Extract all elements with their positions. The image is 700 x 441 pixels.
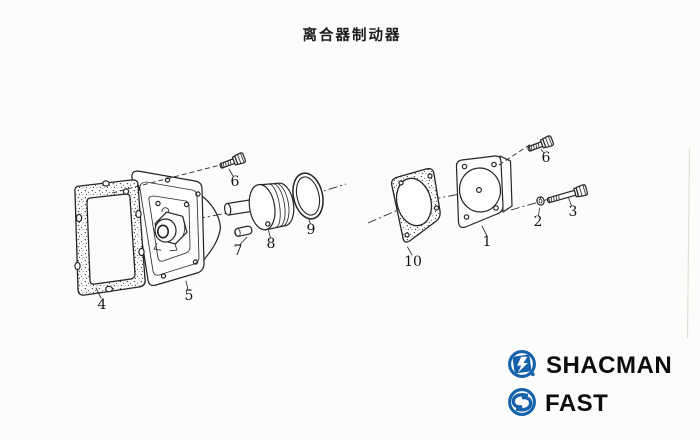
part-4-gasket	[74, 179, 146, 296]
washer-outer	[536, 196, 545, 206]
callout-leader-7	[239, 236, 248, 246]
callout-leader-5	[185, 280, 189, 291]
piston-hole	[265, 221, 271, 227]
part-label-4: 4	[98, 297, 107, 313]
part-5-housing	[131, 170, 222, 287]
part-9-o-ring	[292, 172, 324, 220]
rear-gasket-dot	[404, 232, 410, 238]
bolt-shank	[547, 189, 577, 204]
housing-hole	[183, 201, 190, 208]
housing-hole	[164, 177, 171, 183]
part-6-bolt-inner	[217, 151, 247, 172]
callout-leader-4	[95, 287, 102, 299]
part-label-1: 1	[483, 234, 492, 250]
shacman-dot	[530, 372, 535, 377]
part-label-6-outer: 6	[542, 150, 551, 166]
shacman-brand: SHACMAN	[508, 350, 672, 379]
hub-bore	[157, 224, 170, 239]
part-label-5: 5	[185, 288, 194, 304]
page-title: 离合器制动器	[303, 26, 402, 44]
part-2-washer	[536, 196, 545, 206]
rear-gasket-hole	[395, 177, 433, 227]
housing-hole	[155, 200, 161, 207]
gasket-slot	[104, 285, 113, 293]
cover-corner-hole	[463, 214, 470, 220]
part-label-9: 9	[307, 222, 316, 238]
shacman-logo-icon	[508, 350, 536, 378]
fast-s-bottom	[515, 395, 533, 412]
fast-wordmark: FAST	[545, 390, 608, 417]
callout-leader-3	[568, 197, 572, 207]
part-label-2: 2	[534, 214, 543, 230]
callout-leader-6-inner	[228, 168, 234, 177]
part-7-pin	[234, 225, 253, 237]
pin-end	[234, 228, 241, 237]
callout-leader-8	[268, 230, 271, 239]
gasket-hole	[122, 188, 130, 195]
part-10-gasket	[390, 167, 441, 243]
gasket-slot	[138, 247, 145, 257]
leader-bolt6-outer	[498, 144, 531, 166]
rear-gasket-dot	[433, 205, 440, 211]
fast-ring	[508, 388, 536, 416]
bolt-head-facets	[578, 184, 587, 197]
o-ring-inner	[295, 176, 321, 216]
part-label-7: 7	[234, 243, 243, 259]
housing-side-tab	[201, 195, 222, 262]
part-label-8: 8	[267, 236, 276, 252]
gasket-slot	[102, 180, 110, 187]
scan-artifact-line	[686, 147, 691, 339]
gasket-body	[74, 179, 146, 296]
hub-facet	[182, 219, 186, 238]
centerline-bolt3	[510, 198, 550, 211]
cover-corner-hole	[491, 161, 497, 168]
washer-split	[538, 196, 542, 199]
leader-lines	[111, 144, 531, 194]
housing-hole	[192, 259, 199, 265]
callout-leader-6-outer	[540, 149, 545, 154]
part-8-piston	[223, 182, 295, 231]
rear-gasket-dot	[427, 173, 433, 179]
cover-corner-hole	[461, 163, 468, 170]
gasket-slot	[74, 261, 81, 271]
rear-gasket-dot	[398, 180, 404, 186]
washer-inner	[538, 198, 543, 204]
fast-s-top	[511, 393, 529, 409]
shacman-wordmark: SHACMAN	[546, 352, 672, 379]
cover-center-hole	[476, 187, 483, 194]
cover-bore-circle	[458, 167, 502, 213]
part-label-3: 3	[569, 204, 578, 220]
callout-leader-2	[538, 207, 540, 217]
callout-leader-1	[481, 225, 488, 237]
part-3-bolt	[546, 184, 589, 204]
gasket-slot	[135, 209, 142, 219]
shacman-ring	[508, 350, 536, 378]
gasket-slot	[75, 213, 83, 223]
housing-hole	[160, 273, 167, 279]
housing-hole	[195, 191, 201, 197]
piston-grooves	[268, 182, 290, 228]
piston-rod-end	[223, 202, 232, 216]
shacman-lightning	[517, 356, 528, 373]
leader-bolt6-inner	[111, 165, 219, 194]
fast-logo-icon	[508, 388, 536, 416]
fast-brand: FAST	[508, 388, 608, 417]
part-label-6-inner: 6	[231, 174, 240, 190]
callout-leader-10	[407, 246, 413, 256]
housing-pin-mark	[161, 207, 170, 214]
piston-face	[248, 183, 276, 231]
cover-corner-hole	[493, 205, 499, 211]
bolt-threads	[550, 194, 560, 203]
part-1-cover-plate	[455, 155, 513, 229]
hub-feet	[153, 243, 178, 252]
callout-leader-9	[308, 218, 311, 225]
part-label-10: 10	[404, 254, 422, 270]
callouts: 1 2 3 4 5 6 6 7 8 9 10	[95, 149, 578, 313]
